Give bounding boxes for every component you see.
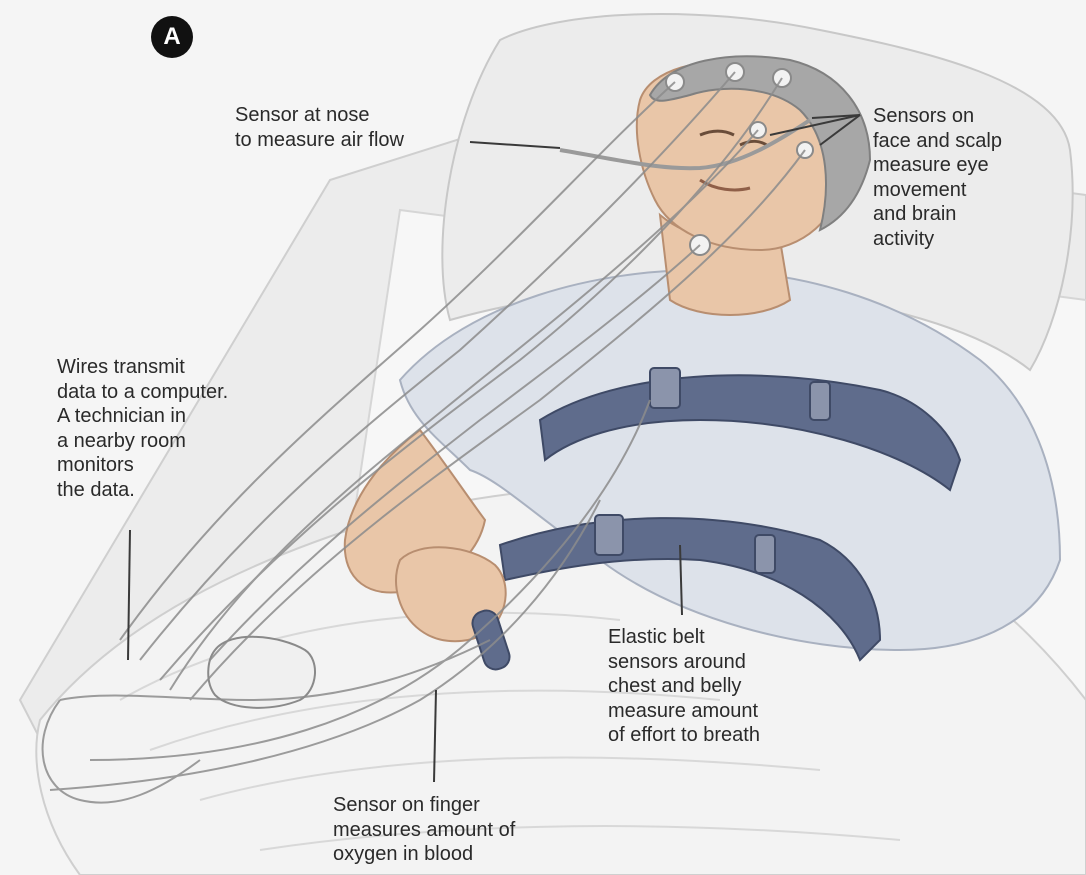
label-line: movement bbox=[873, 178, 1002, 203]
label-line: measure amount bbox=[608, 699, 760, 724]
label-line: Sensor at nose bbox=[235, 103, 404, 128]
belly-belt-buckle bbox=[595, 515, 623, 555]
label-line: a nearby room bbox=[57, 429, 228, 454]
label-line: activity bbox=[873, 227, 1002, 252]
label-line: A technician in bbox=[57, 404, 228, 429]
panel-label-badge: A bbox=[151, 16, 193, 58]
label-line: Sensor on finger bbox=[333, 793, 515, 818]
label-line: data to a computer. bbox=[57, 380, 228, 405]
finger-sensor-label: Sensor on finger measures amount of oxyg… bbox=[333, 793, 515, 867]
label-line: sensors around bbox=[608, 650, 760, 675]
label-line: monitors bbox=[57, 453, 228, 478]
label-line: the data. bbox=[57, 478, 228, 503]
label-line: to measure air flow bbox=[235, 128, 404, 153]
belt-sensors-label: Elastic belt sensors around chest and be… bbox=[608, 625, 760, 748]
label-line: Wires transmit bbox=[57, 355, 228, 380]
label-line: chest and belly bbox=[608, 674, 760, 699]
chest-belt-buckle bbox=[650, 368, 680, 408]
label-line: Sensors on bbox=[873, 104, 1002, 129]
face-scalp-sensors-label: Sensors on face and scalp measure eye mo… bbox=[873, 104, 1002, 251]
label-line: of effort to breath bbox=[608, 723, 760, 748]
chest-belt-clip bbox=[810, 382, 830, 420]
label-line: Elastic belt bbox=[608, 625, 760, 650]
label-line: and brain bbox=[873, 202, 1002, 227]
nose-sensor-label: Sensor at nose to measure air flow bbox=[235, 103, 404, 152]
label-line: measure eye bbox=[873, 153, 1002, 178]
label-line: face and scalp bbox=[873, 129, 1002, 154]
label-line: measures amount of bbox=[333, 818, 515, 843]
wires-label: Wires transmit data to a computer. A tec… bbox=[57, 355, 228, 502]
label-line: oxygen in blood bbox=[333, 842, 515, 867]
belly-belt-clip bbox=[755, 535, 775, 573]
